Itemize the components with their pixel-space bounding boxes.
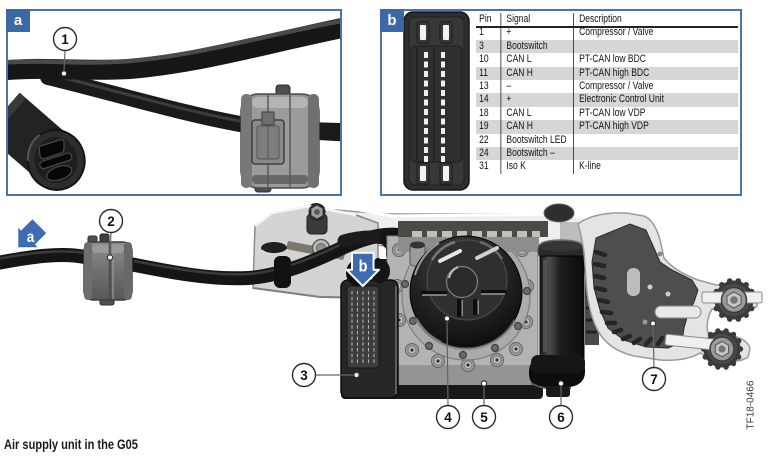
svg-text:4: 4 <box>444 410 452 425</box>
svg-text:5: 5 <box>480 410 488 425</box>
svg-text:1: 1 <box>61 32 69 47</box>
svg-text:a: a <box>27 229 35 246</box>
svg-text:b: b <box>359 257 368 275</box>
svg-text:6: 6 <box>557 410 565 425</box>
svg-text:7: 7 <box>650 372 658 387</box>
svg-text:2: 2 <box>107 214 115 229</box>
svg-text:3: 3 <box>300 368 308 383</box>
